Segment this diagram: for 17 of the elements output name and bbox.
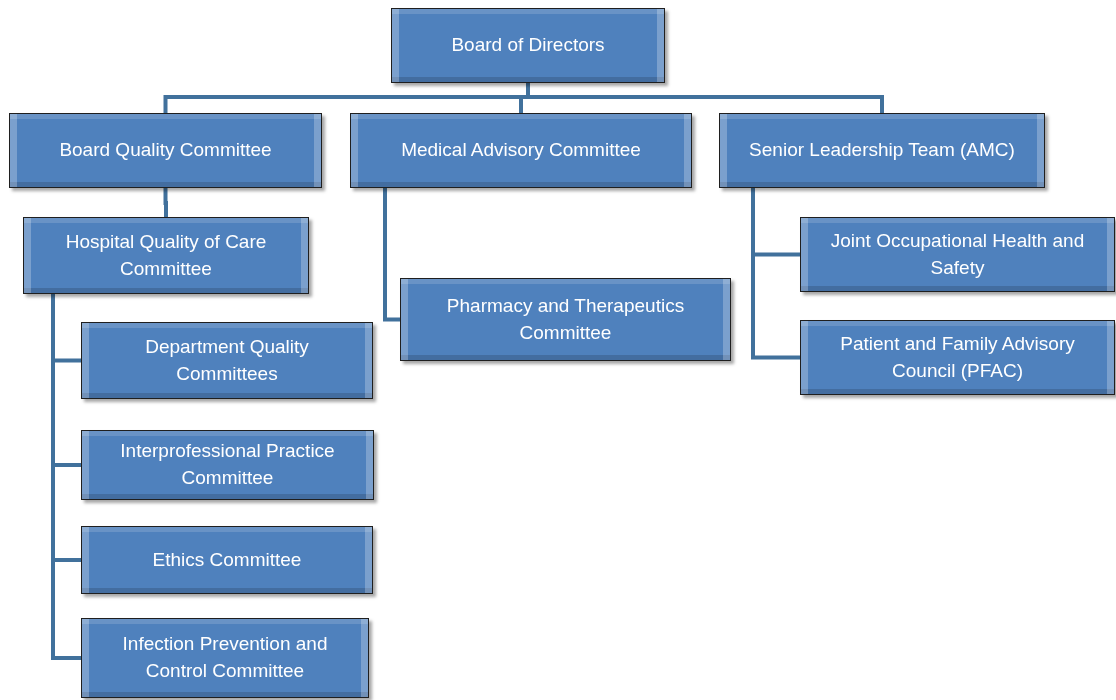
committee-box: Hospital Quality of Care Committee bbox=[23, 217, 309, 294]
committee-box: Joint Occupational Health and Safety bbox=[800, 217, 1115, 292]
connector-line bbox=[526, 83, 884, 113]
committee-box: Medical Advisory Committee bbox=[350, 113, 692, 188]
connector-line bbox=[751, 188, 800, 360]
committee-box: Infection Prevention and Control Committee bbox=[81, 618, 369, 698]
committee-box: Board of Directors bbox=[391, 8, 665, 83]
committee-box: Senior Leadership Team (AMC) bbox=[719, 113, 1045, 188]
committee-box: Pharmacy and Therapeutics Committee bbox=[400, 278, 731, 361]
committee-box: Patient and Family Advisory Council (PFAC) bbox=[800, 320, 1115, 395]
connector-line bbox=[163, 188, 168, 217]
committee-box: Interprofessional Practice Committee bbox=[81, 430, 374, 500]
committee-box: Department Quality Committees bbox=[81, 322, 373, 399]
committee-box: Board Quality Committee bbox=[9, 113, 322, 188]
committee-box: Ethics Committee bbox=[81, 526, 373, 594]
connector-line bbox=[383, 188, 400, 322]
connector-line bbox=[51, 294, 81, 660]
